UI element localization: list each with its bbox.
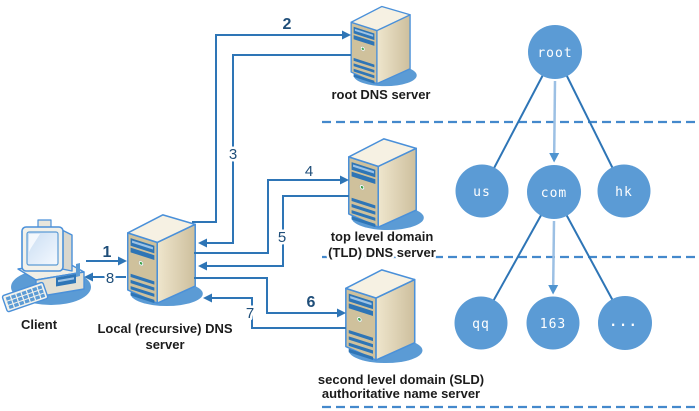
tree-node-root xyxy=(528,25,582,79)
client-label: Client xyxy=(21,317,58,332)
tree-node-more-label: ... xyxy=(609,315,638,330)
tree-node-163-label: 163 xyxy=(540,317,566,332)
local-dns-label-line2: server xyxy=(145,337,184,352)
tree-node-us-label: us xyxy=(473,185,491,200)
tld-dns-server-icon xyxy=(347,138,425,231)
sld-dns-label-line1: second level domain (SLD) xyxy=(318,372,484,387)
step-7-label: 7 xyxy=(246,305,254,322)
root-dns-server-icon xyxy=(350,5,418,87)
tree-node-qq xyxy=(454,296,508,350)
step-6-label: 6 xyxy=(307,294,316,311)
tree-node-hk-label: hk xyxy=(615,185,633,200)
step-2-label: 2 xyxy=(283,16,292,33)
step-7-arrow xyxy=(203,293,346,329)
tree-node-us xyxy=(455,164,509,218)
tree-node-hk xyxy=(597,164,651,218)
step-2-arrow xyxy=(192,30,351,223)
local-dns-server-icon xyxy=(126,214,204,307)
step-5-label: 5 xyxy=(278,229,286,246)
step-4-arrow xyxy=(194,175,349,254)
root-dns-label: root DNS server xyxy=(332,87,431,102)
arrow-com-to-163 xyxy=(548,220,559,295)
local-dns-label-line1: Local (recursive) DNS xyxy=(97,321,232,336)
resolution-flow-arrows: 1 2 3 4 5 6 7 8 xyxy=(84,14,351,329)
domain-tree: root us com hk qq 163 ... xyxy=(454,25,652,350)
tree-node-com xyxy=(527,165,581,219)
step-1-label: 1 xyxy=(103,244,112,261)
tree-node-more xyxy=(598,296,652,350)
screen-glare xyxy=(29,234,40,252)
unit-side-tab xyxy=(76,263,80,277)
tree-node-qq-label: qq xyxy=(472,317,490,332)
tld-dns-label-line2: (TLD) DNS server xyxy=(328,245,436,260)
sld-dns-label-line2: authoritative name server xyxy=(322,386,480,401)
sld-dns-server-icon xyxy=(345,269,424,364)
step-5-arrow xyxy=(198,195,349,271)
step-4-label: 4 xyxy=(305,163,313,180)
tree-node-163 xyxy=(526,296,580,350)
client-computer xyxy=(1,219,91,313)
floppy-slot-stripe xyxy=(58,277,74,283)
keyboard-icon xyxy=(1,281,49,313)
tld-dns-label-line1: top level domain xyxy=(331,229,434,244)
step-6-arrow xyxy=(194,277,346,318)
step-3-label: 3 xyxy=(229,146,237,163)
tree-node-root-label: root xyxy=(537,46,572,61)
arrow-root-to-com xyxy=(549,80,560,163)
step-3-arrow xyxy=(198,54,351,248)
step-8-label: 8 xyxy=(106,270,114,287)
tree-node-com-label: com xyxy=(541,186,567,201)
